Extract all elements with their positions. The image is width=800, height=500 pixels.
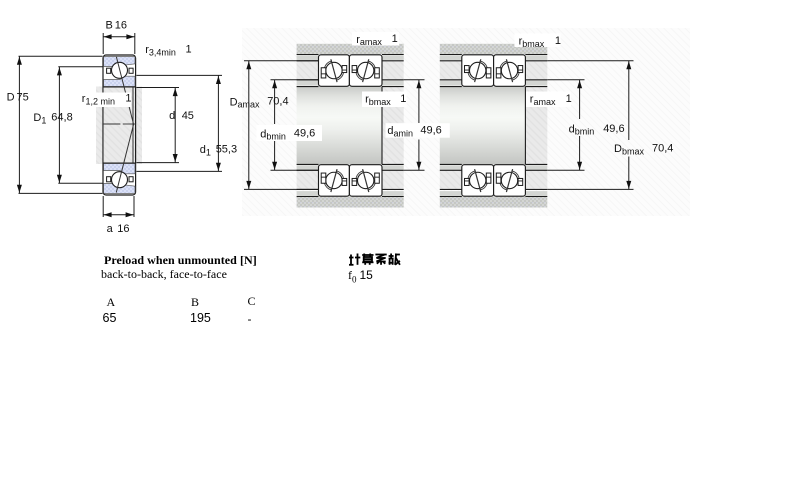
svg-text:ramax: ramax <box>356 34 382 47</box>
svg-text:1: 1 <box>400 93 406 105</box>
svg-text:16: 16 <box>115 20 127 32</box>
svg-text:1: 1 <box>555 35 561 47</box>
svg-text:1: 1 <box>566 93 572 105</box>
svg-text:16: 16 <box>117 223 129 235</box>
svg-text:D: D <box>7 92 15 104</box>
svg-text:r1,2 min: r1,2 min <box>82 93 115 107</box>
svg-text:70,4: 70,4 <box>652 143 673 155</box>
svg-text:B: B <box>106 20 113 32</box>
svg-text:dbmin: dbmin <box>260 128 286 141</box>
svg-text:49,6: 49,6 <box>294 128 315 140</box>
svg-text:49,6: 49,6 <box>420 125 441 137</box>
svg-text:rbmax: rbmax <box>365 94 391 107</box>
svg-text:dbmin: dbmin <box>569 123 595 136</box>
svg-text:rbmax: rbmax <box>519 36 545 49</box>
svg-text:70,4: 70,4 <box>267 96 288 108</box>
svg-text:damin: damin <box>387 125 413 138</box>
svg-text:d: d <box>169 110 175 122</box>
svg-text:Dbmax: Dbmax <box>614 143 644 156</box>
svg-text:a: a <box>107 223 114 235</box>
svg-text:64,8: 64,8 <box>51 112 72 124</box>
svg-text:r3,4min: r3,4min <box>145 44 176 58</box>
svg-text:d1: d1 <box>200 144 211 157</box>
svg-text:45: 45 <box>182 110 194 122</box>
svg-text:1: 1 <box>186 44 192 56</box>
svg-text:49,6: 49,6 <box>603 123 624 135</box>
svg-text:ramax: ramax <box>530 94 556 107</box>
svg-text:1: 1 <box>125 93 131 105</box>
svg-text:75: 75 <box>17 92 29 104</box>
svg-text:1: 1 <box>392 33 398 45</box>
svg-text:55,3: 55,3 <box>216 144 237 156</box>
svg-text:D1: D1 <box>33 112 46 125</box>
svg-text:Damax: Damax <box>230 96 260 109</box>
